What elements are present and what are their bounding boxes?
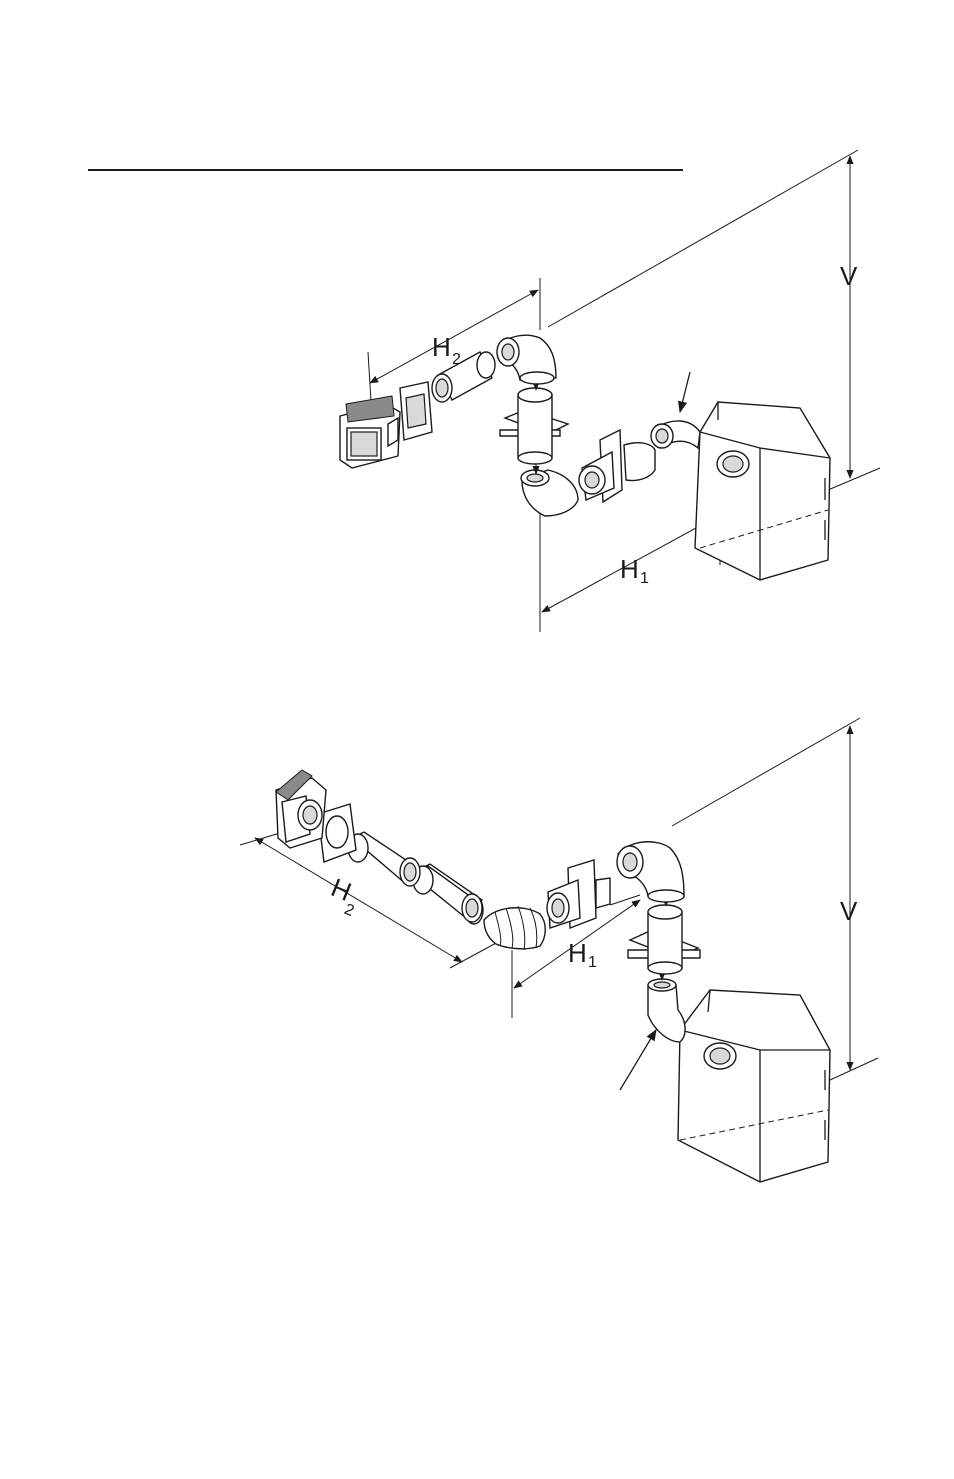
bottom-upper-elbow <box>617 842 684 902</box>
top-label-h2: H <box>432 332 451 362</box>
bottom-wall-thimble <box>547 860 610 928</box>
bottom-label-h1: H <box>568 938 587 968</box>
bottom-label-v: V <box>840 896 858 926</box>
bottom-appliance <box>678 990 830 1182</box>
top-wall-plate <box>400 382 432 440</box>
top-label-h2-sub: 2 <box>452 351 461 368</box>
top-vertical-pipe <box>500 378 568 464</box>
bottom-label-h1-sub: 1 <box>588 954 597 971</box>
bottom-horizontal-pipe-1 <box>348 832 420 886</box>
top-vent-terminal <box>340 396 400 468</box>
top-label-h1-sub: 1 <box>640 570 649 587</box>
top-upper-elbow <box>497 335 556 384</box>
bottom-horizontal-pipe-2 <box>413 864 482 922</box>
diagram-bottom: V H 2 H 1 <box>240 718 878 1182</box>
top-label-v: V <box>840 261 858 291</box>
top-right-wall-thimble <box>579 430 655 502</box>
bottom-vent-terminal <box>276 770 326 848</box>
top-lower-elbow <box>521 462 578 516</box>
diagram-top: V H 2 H 1 <box>340 150 880 632</box>
bottom-appliance-elbow <box>620 968 685 1090</box>
top-appliance <box>695 402 830 580</box>
bottom-vertical-pipe <box>628 894 700 974</box>
top-appliance-elbow <box>651 372 700 448</box>
top-label-h1: H <box>620 554 639 584</box>
